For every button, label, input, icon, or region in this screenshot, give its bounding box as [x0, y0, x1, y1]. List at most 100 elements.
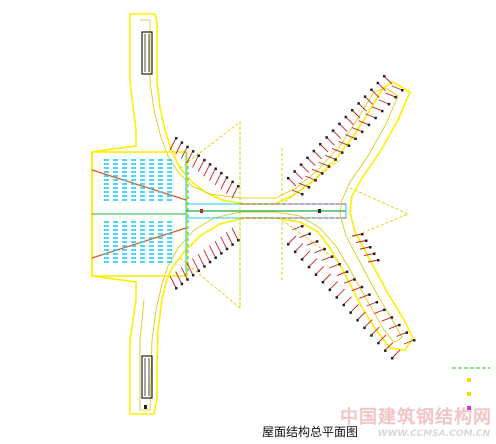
rafter: [329, 263, 340, 269]
rafter-end: [308, 232, 311, 236]
rafter: [318, 161, 329, 167]
watermark-url: WWW.CCMSA.COM.CN: [377, 429, 490, 439]
rafter-end: [383, 308, 386, 312]
rafter-end: [287, 243, 290, 246]
rafter-end: [405, 331, 409, 334]
rafter-end: [314, 179, 317, 182]
drawing-caption: 屋面结构总平面图: [261, 425, 358, 439]
rafter-end: [203, 158, 206, 162]
rafter: [388, 324, 400, 330]
rafter: [329, 281, 338, 290]
rafter-end: [315, 240, 319, 243]
rafter: [385, 92, 396, 98]
rafter-end: [237, 185, 240, 188]
rafter-end: [374, 116, 377, 120]
watermark-chinese: 中国建筑钢结构网: [340, 407, 492, 428]
rafter: [287, 235, 297, 245]
rafter-end: [360, 285, 364, 289]
core-top: [141, 31, 153, 75]
rafter: [231, 227, 239, 241]
dashed-guide-triangles: [179, 121, 410, 309]
rafter: [169, 137, 177, 151]
rafter: [370, 326, 380, 336]
rafter-end: [325, 136, 328, 139]
rafter-end: [376, 81, 380, 85]
rafter-end: [363, 95, 367, 98]
legend-magenta-swatch: [467, 406, 471, 410]
rafter-end: [390, 316, 394, 319]
rafter-end: [330, 255, 334, 258]
rafter-end: [381, 109, 384, 113]
core-bottom: [141, 355, 153, 399]
rafter: [351, 127, 363, 133]
rafter: [214, 172, 222, 186]
rafter: [355, 240, 367, 243]
rafter-end: [351, 109, 354, 112]
rafter-end: [180, 282, 184, 286]
rafter-end: [344, 115, 348, 119]
rafter: [225, 232, 233, 245]
rafter-end: [365, 239, 368, 242]
rafter: [169, 275, 177, 289]
rafter: [197, 253, 205, 267]
rafter: [363, 253, 375, 256]
rafter: [365, 113, 376, 119]
legend-yellow-swatch: [467, 378, 471, 382]
rafter-end: [347, 144, 351, 147]
rafter: [291, 225, 303, 231]
rafter: [322, 273, 331, 283]
rafter: [209, 245, 216, 258]
rafter-end: [208, 163, 212, 166]
rafter-end: [377, 259, 380, 262]
rafter: [359, 246, 371, 250]
rafter-end: [375, 301, 379, 304]
rafter-end: [225, 176, 229, 179]
rafter: [359, 293, 370, 299]
rafter: [345, 134, 356, 139]
rafter-end: [321, 172, 324, 175]
rafter-end: [301, 225, 304, 228]
rafter: [357, 311, 366, 321]
rafter-end: [384, 349, 387, 352]
inner-outline: [139, 19, 403, 411]
rafter: [203, 249, 211, 263]
rafter-end: [220, 171, 223, 175]
rafter-end: [377, 341, 380, 345]
rafter-end: [319, 143, 322, 146]
rafter-end: [338, 122, 341, 126]
rafter-end: [354, 137, 357, 141]
rafter-end: [369, 246, 372, 249]
rafter: [343, 296, 352, 306]
rafter-end: [293, 170, 296, 173]
rafter: [192, 155, 199, 168]
rafter: [305, 175, 316, 181]
rafter-end: [338, 263, 341, 266]
rafter: [338, 141, 349, 146]
rafter-end: [191, 273, 195, 277]
rafter: [363, 319, 373, 328]
rafter: [367, 259, 379, 263]
rafter: [351, 286, 362, 292]
rafter: [175, 271, 183, 284]
rafter-end: [401, 89, 404, 92]
rafter-end: [394, 95, 397, 99]
rafter-end: [373, 252, 376, 255]
cyan-truss-elements: [104, 159, 189, 271]
radial-rafters: [169, 75, 416, 360]
legend-yellow-swatch-2: [467, 392, 471, 396]
rafter: [403, 339, 415, 345]
rafter: [301, 250, 311, 260]
rafter-end: [191, 150, 195, 153]
rafter-end: [307, 186, 311, 189]
rafter-end: [321, 281, 325, 284]
rafter: [344, 278, 355, 284]
rafter-end: [387, 102, 391, 106]
rafter-end: [220, 252, 223, 255]
rafter: [381, 316, 392, 322]
rafter-end: [342, 303, 345, 307]
rafter-end: [353, 278, 356, 281]
rafter-end: [356, 319, 359, 322]
rafter-end: [186, 278, 189, 281]
main-hall: [91, 151, 188, 277]
